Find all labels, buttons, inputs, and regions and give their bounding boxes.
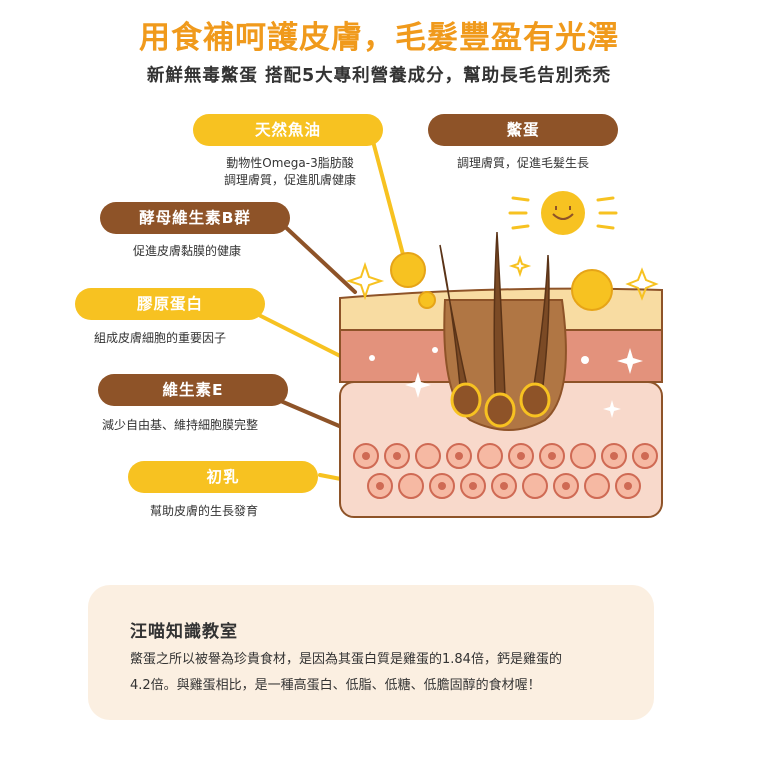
desc-collagen: 組成皮膚細胞的重要因子 bbox=[94, 331, 227, 345]
outline-sparkles bbox=[345, 254, 659, 301]
label-colostrum: 初乳 bbox=[128, 461, 318, 493]
hair-strands bbox=[439, 231, 550, 421]
label-vitamin-e: 維生素E bbox=[98, 374, 288, 406]
nutrient-bubbles bbox=[390, 252, 613, 311]
page-subtitle: 新鮮無毒鱉蛋 搭配5大專利營養成分，幫助長毛告別禿禿 bbox=[146, 66, 612, 86]
desc-vitamin-e: 減少自由基、維持細胞膜完整 bbox=[102, 418, 259, 432]
desc-colostrum: 幫助皮膚的生長發育 bbox=[150, 504, 259, 518]
knowledge-box-title: 汪喵知識教室 bbox=[130, 622, 238, 642]
desc-yeast-b: 促進皮膚黏膜的健康 bbox=[133, 244, 242, 258]
desc-turtle-egg: 調理膚質，促進毛髮生長 bbox=[456, 156, 589, 170]
knowledge-line-1: 鱉蛋之所以被譽為珍貴食材，是因為其蛋白質是雞蛋的1.84倍，鈣是雞蛋的 bbox=[130, 652, 562, 667]
label-yeast-b: 酵母維生素B群 bbox=[100, 202, 290, 234]
skin-diagram-illustration bbox=[233, 128, 663, 518]
knowledge-box: 汪喵知識教室 鱉蛋之所以被譽為珍貴食材，是因為其蛋白質是雞蛋的1.84倍，鈣是雞… bbox=[88, 585, 654, 720]
knowledge-line-2: 4.2倍。與雞蛋相比，是一種高蛋白、低脂、低糖、低膽固醇的食材喔！ bbox=[130, 678, 541, 693]
sun-icon bbox=[508, 191, 618, 235]
sparkles bbox=[369, 347, 643, 418]
cell-nuclei bbox=[362, 452, 649, 490]
label-fish-oil: 天然魚油 bbox=[193, 114, 383, 146]
knowledge-box-body: 鱉蛋之所以被譽為珍貴食材，是因為其蛋白質是雞蛋的1.84倍，鈣是雞蛋的 4.2倍… bbox=[130, 647, 630, 699]
desc-fish-oil: 動物性Omega-3脂肪酸 調理膚質，促進肌膚健康 bbox=[223, 156, 356, 187]
page-title: 用食補呵護皮膚，毛髮豐盈有光澤 bbox=[139, 20, 619, 56]
hair-bulbs bbox=[450, 382, 551, 428]
label-collagen: 膠原蛋白 bbox=[75, 288, 265, 320]
label-turtle-egg: 鱉蛋 bbox=[428, 114, 618, 146]
